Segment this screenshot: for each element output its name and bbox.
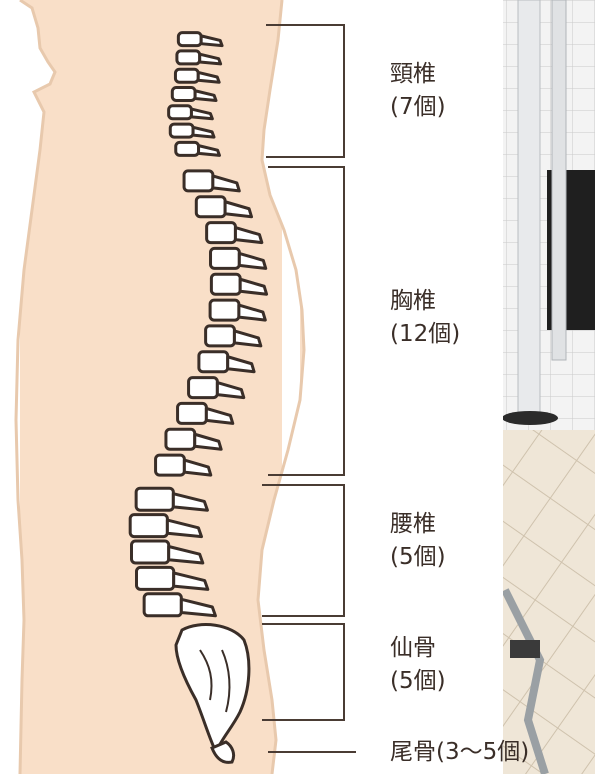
label-thoracic: 胸椎 (12個) [390, 285, 460, 351]
vertebra-cervical-2 [177, 51, 200, 64]
label-lumbar: 腰椎 (5個) [390, 508, 446, 574]
vertebra-thoracic-4 [211, 248, 240, 268]
vertebra-thoracic-9 [189, 378, 218, 398]
vertebra-thoracic-5 [211, 274, 240, 294]
vertebra-cervical-7 [176, 142, 199, 155]
region-name: 仙骨 [390, 632, 446, 665]
vertebra-lumbar-3 [132, 541, 169, 563]
vertebra-cervical-4 [172, 88, 195, 101]
vertebra-cervical-5 [169, 106, 192, 119]
region-count: (5個) [390, 541, 446, 574]
region-name: 腰椎 [390, 508, 446, 541]
label-cervical: 頸椎 (7個) [390, 58, 446, 124]
label-coccyx: 尾骨(3〜5個) [390, 736, 529, 769]
vertebra-thoracic-7 [206, 326, 235, 346]
background-photo [500, 0, 595, 774]
vertebra-lumbar-2 [130, 515, 167, 537]
region-count: (12個) [390, 318, 460, 351]
region-name: 頸椎 [390, 58, 446, 91]
vertebra-thoracic-3 [207, 223, 236, 243]
label-sacrum: 仙骨 (5個) [390, 632, 446, 698]
vertebra-lumbar-1 [136, 488, 173, 510]
region-name: 胸椎 [390, 285, 460, 318]
vertebra-thoracic-6 [210, 300, 239, 320]
vertebra-thoracic-8 [199, 352, 228, 372]
vertebra-cervical-3 [175, 69, 198, 82]
vertebra-cervical-6 [170, 124, 193, 137]
vertebra-thoracic-12 [156, 455, 185, 475]
region-count: (7個) [390, 91, 446, 124]
vertebra-thoracic-2 [196, 197, 225, 217]
region-name: 尾骨(3〜5個) [390, 736, 529, 769]
vertebra-cervical-1 [178, 33, 201, 46]
vertebra-thoracic-10 [178, 403, 207, 423]
region-count: (5個) [390, 665, 446, 698]
vertebra-lumbar-4 [137, 567, 174, 589]
vertebra-lumbar-5 [144, 594, 181, 616]
vertebra-thoracic-1 [184, 171, 213, 191]
vertebra-thoracic-11 [166, 429, 195, 449]
